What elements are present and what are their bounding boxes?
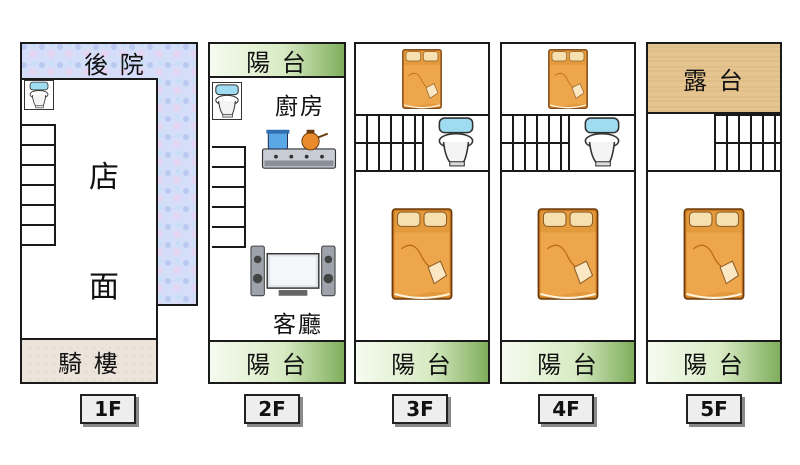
stove-icon <box>260 124 338 172</box>
floor-label-1f: 1F <box>80 394 136 424</box>
balcony-top-2f-label: 陽 台 <box>246 48 308 77</box>
staircase <box>356 114 422 172</box>
bed-icon <box>536 208 600 300</box>
terrace-label: 露 台 <box>683 66 745 95</box>
room-divider <box>568 114 570 172</box>
staircase <box>212 146 246 248</box>
living-room-label: 客廳 <box>273 312 323 338</box>
room-divider <box>502 170 634 172</box>
tv-stereo-icon <box>250 240 336 298</box>
toilet-icon <box>434 116 478 168</box>
balcony-bottom-2f: 陽 台 <box>210 340 344 382</box>
staircase <box>22 124 56 264</box>
arcade-label: 騎 樓 <box>58 349 120 378</box>
room-divider <box>356 170 488 172</box>
floor-label-5f: 5F <box>686 394 742 424</box>
floor-2-plan: 陽 台 廚房 客廳 陽 台 <box>208 42 346 384</box>
floor-label-4f: 4F <box>538 394 594 424</box>
balcony-bottom-5f-label: 陽 台 <box>683 350 745 379</box>
balcony-top-2f: 陽 台 <box>210 44 344 78</box>
toilet-icon <box>24 80 54 110</box>
toilet-icon <box>212 82 242 120</box>
bed-icon <box>402 48 442 110</box>
staircase <box>714 114 780 172</box>
bed-icon <box>548 48 588 110</box>
balcony-bottom-4f: 陽 台 <box>502 340 634 382</box>
bed-icon <box>682 208 746 300</box>
balcony-bottom-4f-label: 陽 台 <box>537 350 599 379</box>
arcade-area <box>20 338 158 384</box>
floor-1-shop-body <box>20 78 158 384</box>
shop-label-top: 店 <box>89 160 121 195</box>
floor-label-3f: 3F <box>392 394 448 424</box>
bed-icon <box>390 208 454 300</box>
terrace-area <box>648 44 780 114</box>
balcony-bottom-2f-label: 陽 台 <box>246 350 308 379</box>
balcony-bottom-3f: 陽 台 <box>356 340 488 382</box>
balcony-bottom-5f: 陽 台 <box>648 340 780 382</box>
kitchen-label: 廚房 <box>275 94 325 120</box>
backyard-label: 後 院 <box>84 50 146 79</box>
toilet-icon <box>580 116 624 168</box>
room-divider <box>422 114 424 172</box>
floor-label-2f: 2F <box>244 394 300 424</box>
floor-5-plan: 露 台 陽 台 <box>646 42 782 384</box>
floor-4-plan: 陽 台 <box>500 42 636 384</box>
balcony-bottom-3f-label: 陽 台 <box>391 350 453 379</box>
floor-3-plan: 陽 台 <box>354 42 490 384</box>
staircase <box>502 114 568 172</box>
room-divider <box>648 170 780 172</box>
shop-label-bottom: 面 <box>89 270 121 305</box>
floor-1-plan: 後 院 店 面 騎 樓 <box>20 42 200 384</box>
